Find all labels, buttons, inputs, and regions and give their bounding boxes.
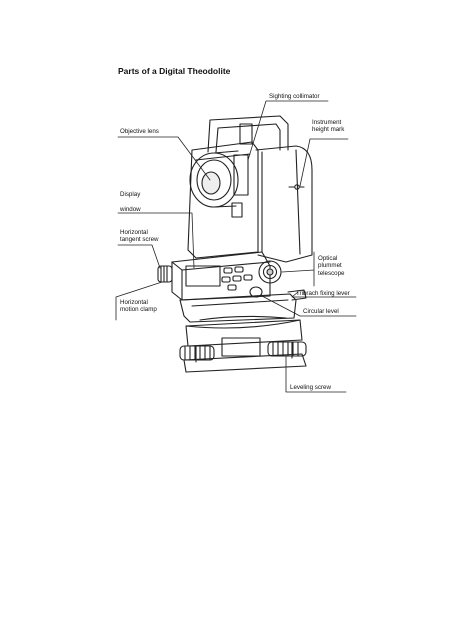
label-window: window (120, 206, 141, 213)
label-line: height mark (312, 126, 345, 134)
leader-leveling-screw (285, 355, 347, 393)
carrying-handle (207, 115, 289, 153)
leader-circular-level (261, 295, 357, 317)
label-sighting-collimator: Sighting collimator (269, 93, 320, 100)
label-line: Instrument (312, 119, 342, 126)
leader-objective-lens (117, 136, 211, 181)
objective-lens (189, 150, 239, 208)
label-display: Display (120, 191, 141, 198)
leader-optical-plummet (281, 251, 315, 287)
label-line: telescope (318, 269, 345, 277)
tangent-screw-knob (157, 265, 173, 283)
label-tribrach-fixing-lever: Tribrach fixing lever (296, 290, 350, 297)
label-instrument-height-mark: Instrument height mark (312, 119, 344, 134)
tribrach-fixing-lever (287, 289, 307, 301)
alidade-base (179, 293, 297, 323)
label-horizontal-tangent-screw: Horizontal tangent screw (120, 229, 159, 244)
display-window (185, 265, 221, 287)
label-line: Horizontal (120, 229, 148, 236)
right-standard (255, 145, 313, 263)
circular-level (249, 286, 263, 298)
leader-horizontal-clamp (115, 281, 163, 321)
leader-lines (115, 100, 357, 393)
display-housing (171, 251, 271, 301)
leader-sighting-collimator (247, 100, 329, 161)
leader-height-mark (299, 138, 349, 187)
leader-tribrach-lever (291, 291, 357, 298)
keypad (221, 266, 253, 291)
diagram-title: Parts of a Digital Theodolite (118, 66, 231, 76)
label-line: Horizontal (120, 299, 148, 306)
label-line: plummet (318, 262, 342, 270)
optical-plummet (258, 260, 282, 284)
instrument-height-mark (288, 184, 305, 190)
label-line: Optical (318, 255, 338, 262)
label-circular-level: Circular level (303, 308, 339, 315)
label-leveling-screw: Leveling screw (290, 384, 331, 391)
label-optical-plummet: Optical plummet telescope (318, 255, 345, 277)
label-horizontal-motion-clamp: Horizontal motion clamp (120, 299, 157, 314)
leader-tangent-screw (117, 244, 161, 269)
leveling-screw-left (179, 345, 215, 361)
leader-display (117, 212, 195, 269)
label-objective-lens: Objective lens (120, 128, 159, 135)
tribrach-base (183, 319, 307, 373)
label-line: tangent screw (120, 236, 159, 244)
leveling-screw-right (267, 341, 307, 357)
label-line: motion clamp (120, 306, 157, 314)
